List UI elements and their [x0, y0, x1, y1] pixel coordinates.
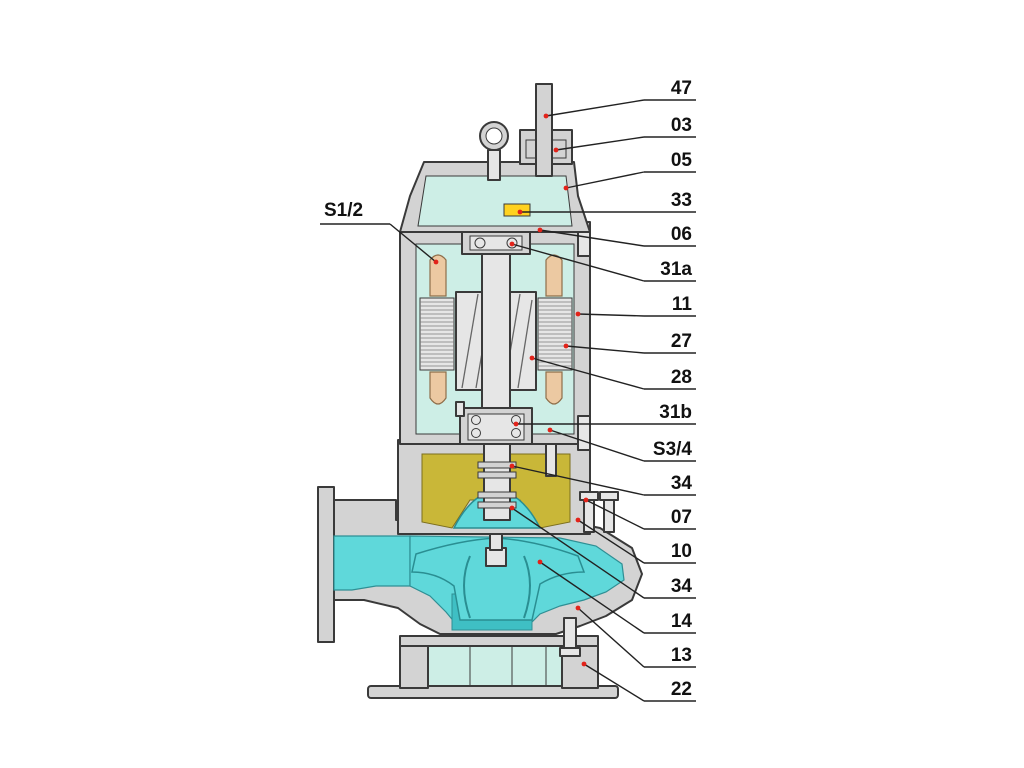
callout-label-47: 47	[671, 78, 692, 99]
thermal-switch	[455, 401, 465, 417]
impeller-body	[411, 537, 586, 621]
callout-leader	[389, 223, 437, 263]
callout-leader	[539, 561, 645, 634]
callout-label-03: 03	[671, 115, 692, 136]
callout-pointer-dot	[529, 355, 535, 361]
callout-leader	[577, 519, 645, 564]
winding-bottom-right	[545, 371, 563, 405]
impeller-vane-left	[463, 555, 471, 619]
top-cover-interior	[417, 175, 573, 227]
callout-leader	[565, 171, 645, 189]
callout-leader	[577, 313, 645, 317]
callout-pointer-dot	[433, 259, 439, 265]
callout-leader	[585, 499, 645, 530]
callout-pointer-dot	[553, 147, 559, 153]
oil-chamber	[397, 431, 619, 535]
callout-pointer-dot	[509, 505, 515, 511]
lower-bearing	[459, 407, 533, 445]
callout-label-33: 33	[671, 190, 692, 211]
lamination-lines	[420, 301, 572, 367]
callout-leader	[583, 663, 645, 702]
callout-label-11: 11	[672, 294, 693, 315]
callout-label-31a: 31a	[660, 259, 692, 280]
callout-label-10: 10	[671, 541, 692, 562]
winding-top-left	[429, 254, 447, 297]
winding-bottom-left	[429, 371, 447, 405]
callout-label-34a: 34	[671, 473, 693, 494]
callout-pointer-dot	[575, 605, 581, 611]
callout-label-s1-2: S1/2	[324, 200, 363, 221]
callout-pointer-dot	[509, 241, 515, 247]
callout-label-27: 27	[671, 331, 692, 352]
callout-leader	[577, 607, 645, 668]
callout-leader	[545, 99, 645, 117]
callout-leader	[511, 243, 645, 282]
callout-leader	[539, 229, 645, 247]
base-inner-web	[427, 645, 563, 687]
base-stand	[367, 635, 619, 699]
casing-bolt	[563, 617, 577, 653]
motor-housing	[399, 221, 591, 451]
callout-pointer-dot	[547, 427, 553, 433]
top-cover	[399, 83, 591, 233]
discharge-flange	[317, 486, 335, 643]
terminal-block	[503, 203, 531, 217]
callout-pointer-dot	[537, 227, 543, 233]
callout-pointer-dot	[575, 517, 581, 523]
callout-label-22: 22	[671, 679, 692, 700]
callout-pointer-dot	[537, 559, 543, 565]
callout-pointer-dot	[575, 311, 581, 317]
callout-pointer-dot	[543, 113, 549, 119]
callout-pointer-dot	[583, 497, 589, 503]
callout-pointer-dot	[517, 209, 523, 215]
mechanical-seal-springs	[477, 461, 517, 509]
callout-label-14: 14	[671, 611, 693, 632]
callout-pointer-dot	[581, 661, 587, 667]
callout-label-34b: 34	[671, 576, 693, 597]
callout-pointer-dot	[563, 185, 569, 191]
callout-leader	[555, 136, 645, 151]
callout-label-31b: 31b	[659, 402, 692, 423]
callout-pointer-dot	[509, 463, 515, 469]
housing-bolt-lower	[577, 415, 591, 451]
callout-label-06: 06	[671, 224, 692, 245]
callout-leader	[511, 465, 645, 496]
callout-label-s3-4: S3/4	[653, 439, 693, 460]
volute-water-channel	[333, 535, 411, 591]
winding-top-right	[545, 254, 563, 297]
callout-leader	[511, 507, 645, 599]
leader-lines	[320, 99, 696, 702]
callout-label-13: 13	[671, 645, 692, 666]
impeller	[411, 519, 586, 621]
lifting-eye	[479, 121, 509, 181]
callout-label-05: 05	[671, 150, 693, 171]
callout-leader	[531, 357, 645, 390]
power-cable	[535, 83, 553, 177]
callout-label-07: 07	[671, 507, 692, 528]
callout-leader	[565, 345, 645, 354]
callout-pointer-dot	[563, 343, 569, 349]
callout-pointer-dot	[513, 421, 519, 427]
callout-leader	[549, 429, 645, 462]
callout-label-28: 28	[671, 367, 692, 388]
upper-bearing	[461, 231, 531, 255]
impeller-vane-right	[523, 555, 531, 619]
